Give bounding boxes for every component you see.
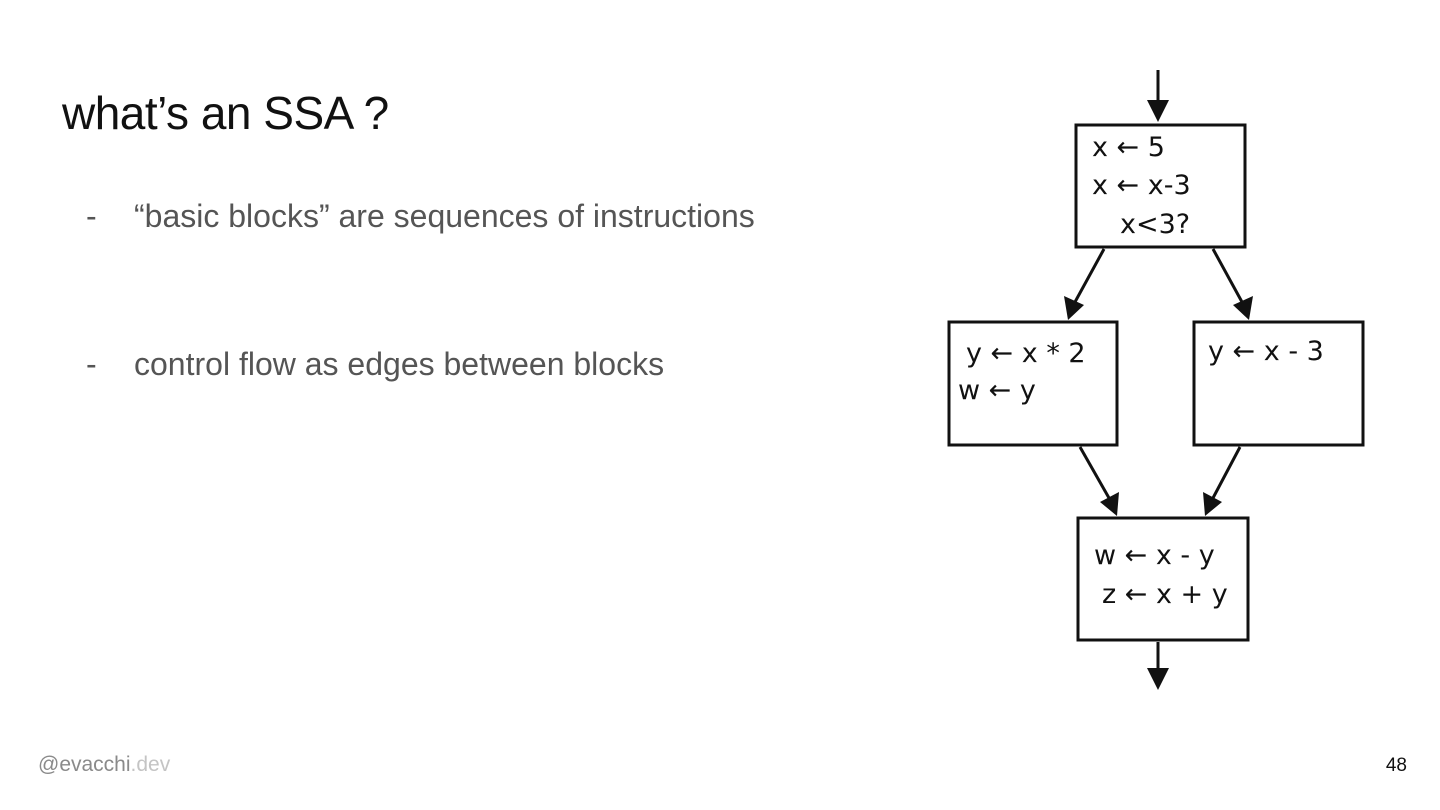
- block-left-line: w ← y: [958, 375, 1036, 406]
- bullet-marker: -: [86, 346, 97, 382]
- edge-left-to-join: [1078, 446, 1111, 499]
- bullet-text: “basic blocks” are sequences of instruct…: [134, 198, 755, 234]
- block-right-line: y ← x - 3: [1208, 336, 1324, 367]
- footer-handle: @evacchi.dev: [38, 753, 170, 777]
- edge-right-to-join: [1211, 446, 1242, 499]
- footer-handle-name: @evacchi: [38, 753, 131, 776]
- block-right: y ← x - 3: [1192, 320, 1365, 447]
- block-entry-line: x<3?: [1120, 209, 1190, 240]
- block-entry-line: x ← 5: [1092, 132, 1165, 163]
- arrowhead-left: [1064, 296, 1084, 320]
- edge-entry-to-left: [1073, 248, 1106, 303]
- page-number: 48: [1385, 755, 1407, 776]
- bullet-marker: -: [86, 198, 97, 234]
- bullet-text: control flow as edges between blocks: [134, 346, 665, 382]
- block-entry-line: x ← x-3: [1092, 170, 1191, 201]
- bullet-basic-blocks: - “basic blocks” are sequences of instruc…: [86, 198, 755, 235]
- block-join-line: w ← x - y: [1094, 540, 1215, 571]
- block-left: y ← x * 2 w ← y: [947, 320, 1119, 447]
- block-entry: x ← 5 x ← x-3 x<3?: [1074, 123, 1247, 249]
- arrowhead-entry: [1147, 100, 1169, 122]
- arrowhead-right: [1233, 296, 1253, 320]
- slide-title: what’s an SSA ?: [62, 87, 389, 139]
- block-join-line: z ← x + y: [1102, 579, 1228, 610]
- arrowhead-join-right: [1203, 492, 1222, 516]
- edge-entry-to-right: [1211, 248, 1244, 303]
- bullet-control-flow: - control flow as edges between blocks: [86, 346, 664, 383]
- footer-handle-tld: .dev: [130, 753, 171, 776]
- block-join: w ← x - y z ← x + y: [1076, 516, 1250, 642]
- arrowhead-exit: [1147, 668, 1169, 690]
- block-left-line: y ← x * 2: [966, 338, 1086, 369]
- arrowhead-join-left: [1100, 492, 1119, 516]
